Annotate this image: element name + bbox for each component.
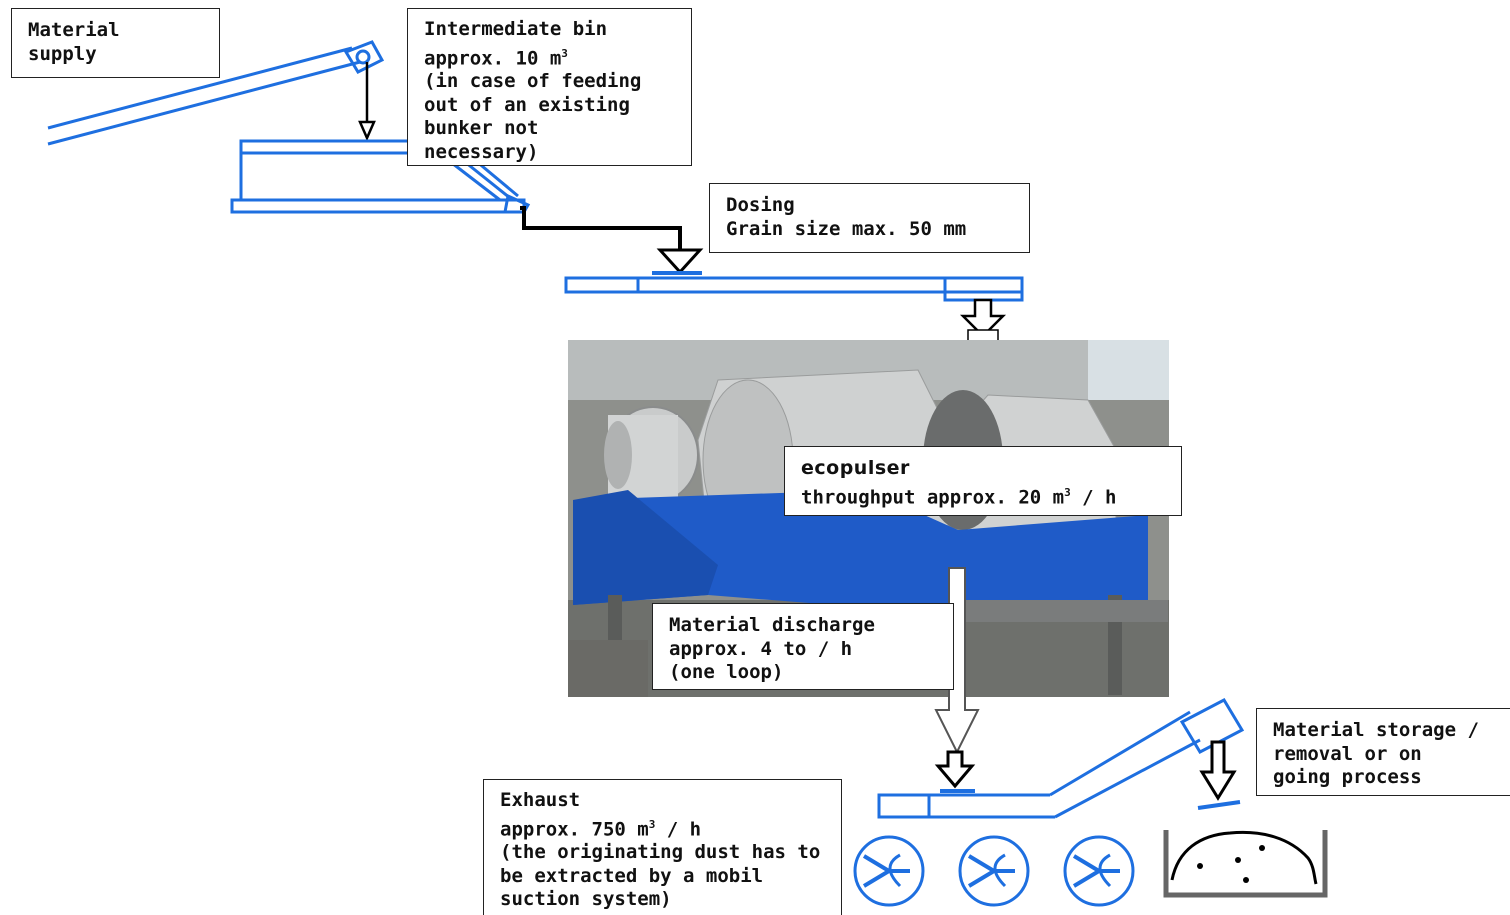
label-ecopulser: ecopulser throughput approx. 20 m3 / h xyxy=(784,446,1182,516)
label-line: Grain size max. 50 mm xyxy=(726,217,967,240)
dosing-conveyor xyxy=(564,271,1024,302)
label-line: Material storage / xyxy=(1273,719,1479,741)
label-line: approx. 750 m3 / h xyxy=(500,817,702,840)
label-line: Exhaust xyxy=(500,789,581,811)
label-line: supply xyxy=(28,42,97,65)
label-exhaust: Exhaust approx. 750 m3 / h (the originat… xyxy=(483,779,842,915)
label-material-supply: Material supply xyxy=(11,8,220,78)
label-line: going process xyxy=(1273,766,1422,788)
label-line: (in case of feeding xyxy=(424,70,642,93)
label-material-discharge: Material discharge approx. 4 to / h (one… xyxy=(652,603,954,690)
label-line: removal or on xyxy=(1273,742,1422,765)
flow-arrow-icon xyxy=(358,62,376,142)
flow-arrow-icon xyxy=(520,206,704,275)
label-line: (the originating dust has to xyxy=(500,841,821,864)
label-line: necessary) xyxy=(424,140,539,163)
label-line: approx. 10 m3 xyxy=(424,46,568,69)
label-line: bunker not xyxy=(424,117,539,140)
label-line: out of an existing xyxy=(424,93,630,116)
label-dosing: Dosing Grain size max. 50 mm xyxy=(709,183,1030,253)
label-line: Material discharge xyxy=(669,614,875,636)
label-line: be extracted by a mobil xyxy=(500,864,764,887)
label-line: Material xyxy=(28,19,120,41)
label-line: Intermediate bin xyxy=(424,18,608,40)
label-intermediate-bin: Intermediate bin approx. 10 m3 (in case … xyxy=(407,8,692,166)
brand-name: ecopulser xyxy=(801,457,910,479)
label-line: throughput approx. 20 m3 / h xyxy=(801,485,1117,508)
label-line: (one loop) xyxy=(669,661,784,683)
label-material-storage: Material storage / removal or on going p… xyxy=(1256,708,1510,796)
label-line: Dosing xyxy=(726,194,795,216)
label-line: approx. 4 to / h xyxy=(669,637,853,660)
label-line: suction system) xyxy=(500,888,672,911)
supply-conveyor xyxy=(47,40,385,146)
